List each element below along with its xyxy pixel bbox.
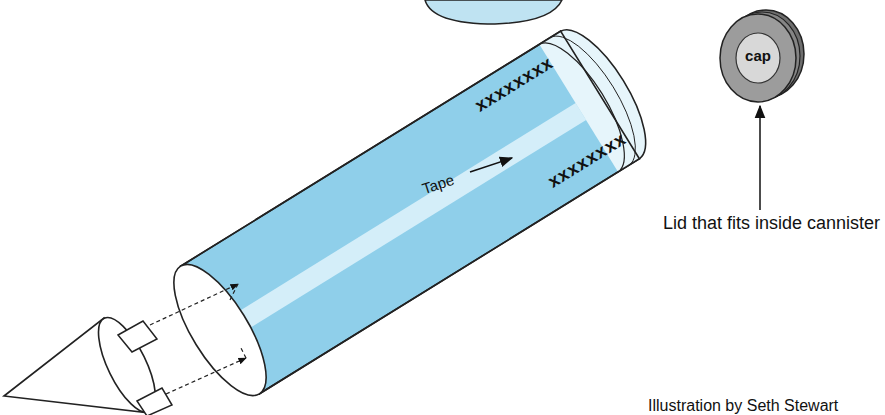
- lid-node: cap: [710, 6, 810, 106]
- cone-tab: [137, 388, 172, 415]
- leader-line: [470, 158, 512, 172]
- credit-text: Illustration by Seth Stewart: [648, 396, 885, 415]
- cone-tab: [118, 321, 157, 352]
- assembly-guide: [150, 284, 238, 325]
- callout-label: Lid that fits inside cannister: [640, 212, 880, 234]
- lid-text: cap: [734, 47, 782, 64]
- assembly-guide: [240, 346, 246, 358]
- partial-canister: [425, 0, 562, 24]
- canister-opening: [157, 251, 283, 408]
- leader-line: [759, 106, 761, 210]
- assembly-guide: [166, 358, 246, 394]
- assembly-guide: [230, 284, 238, 300]
- lid-face: [720, 14, 796, 102]
